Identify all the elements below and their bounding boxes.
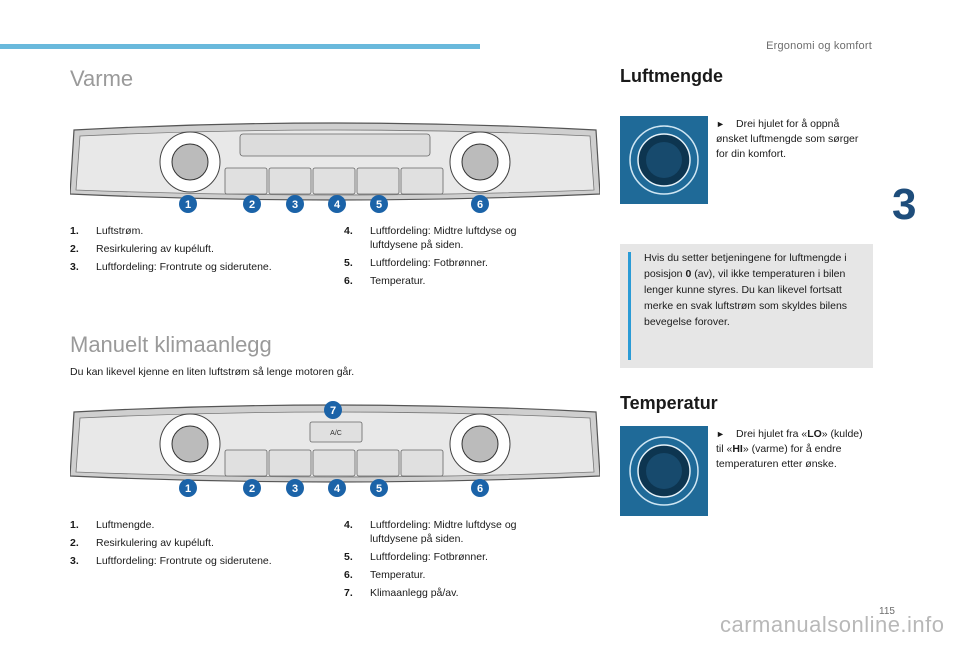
manuelt-list-right: 4.Luftfordeling: Midtre luftdyse og luft… <box>344 518 564 604</box>
list-item: 3.Luftfordeling: Frontrute og siderutene… <box>70 555 272 567</box>
varme-list-left: 1.Luftstrøm. 2.Resirkulering av kupéluft… <box>70 224 320 278</box>
callout-badge <box>286 195 304 213</box>
list-item: 7.Klimaanlegg på/av. <box>344 587 459 599</box>
varme-panel-illustration: 1 2 3 4 5 6 <box>70 122 600 213</box>
top-accent-bar <box>0 44 480 49</box>
list-item: 6.Temperatur. <box>344 569 426 581</box>
callout-badge <box>328 479 346 497</box>
list-item: 4.Luftfordeling: Midtre luftdyse og luft… <box>344 519 517 545</box>
varme-list-right: 4.Luftfordeling: Midtre luftdyse og luft… <box>344 224 564 292</box>
callout-badge-label: 4 <box>334 199 341 211</box>
chapter-number: 3 <box>892 180 917 229</box>
info-box: i Hvis du setter betjeningene for luftme… <box>620 244 873 368</box>
list-item: 2.Resirkulering av kupéluft. <box>70 243 214 255</box>
callout-badge-label: 6 <box>477 199 483 211</box>
manuelt-panel-illustration: A/C 1 2 3 4 5 6 7 <box>70 401 600 497</box>
callout-badge-label: 2 <box>249 199 255 211</box>
callout-badge <box>179 195 197 213</box>
callout-badge-label: 5 <box>376 199 382 211</box>
list-item: 5.Luftfordeling: Fotbrønner. <box>344 551 488 563</box>
arrow-bullet-icon: ► <box>716 119 725 129</box>
temperatur-bullet: ►Drei hjulet fra «LO» (kulde) til «HI» (… <box>716 428 863 470</box>
list-item: 6.Temperatur. <box>344 275 426 287</box>
callout-badge-label: 5 <box>376 483 382 495</box>
varme-title: Varme <box>70 66 134 91</box>
callout-badge <box>179 479 197 497</box>
manuelt-intro: Du kan likevel kjenne en liten luftstrøm… <box>70 366 355 378</box>
list-item: 2.Resirkulering av kupéluft. <box>70 537 214 549</box>
temperatur-title: Temperatur <box>620 393 718 413</box>
callout-badge <box>328 195 346 213</box>
callout-badge-label: 3 <box>292 199 298 211</box>
list-item: 4.Luftfordeling: Midtre luftdyse og luft… <box>344 225 517 251</box>
ac-label: A/C <box>330 430 342 437</box>
list-item: 1.Luftmengde. <box>70 519 155 531</box>
list-item: 3.Luftfordeling: Frontrute og siderutene… <box>70 261 272 273</box>
callout-badge-label: 2 <box>249 483 255 495</box>
info-icon <box>628 252 631 360</box>
callout-badge <box>471 479 489 497</box>
luftmengde-bullet: ►Drei hjulet for å oppnå ønsket luftmeng… <box>716 118 859 160</box>
callout-badge <box>370 195 388 213</box>
callout-badge-label: 4 <box>334 483 341 495</box>
callout-badge-label: 3 <box>292 483 298 495</box>
callout-badge <box>286 479 304 497</box>
list-item: 1.Luftstrøm. <box>70 225 144 237</box>
temperatur-dial-image <box>620 426 708 516</box>
luftmengde-dial-image <box>620 116 708 204</box>
manuelt-title: Manuelt klimaanlegg <box>70 332 272 357</box>
callout-badge <box>370 479 388 497</box>
callout-badge <box>471 195 489 213</box>
page-number: 115 <box>879 606 895 617</box>
arrow-bullet-icon: ► <box>716 429 725 439</box>
section-header: Ergonomi og komfort <box>766 40 872 52</box>
callout-badge-label: 1 <box>185 483 191 495</box>
callout-badge-label: 6 <box>477 483 483 495</box>
callout-badge <box>324 401 342 419</box>
list-item: 5.Luftfordeling: Fotbrønner. <box>344 257 488 269</box>
info-text: Hvis du setter betjeningene for luftmeng… <box>644 252 848 328</box>
watermark: carmanualsonline.info <box>720 612 945 637</box>
callout-badge-label: 7 <box>330 405 336 417</box>
callout-badge <box>243 195 261 213</box>
callout-badge <box>243 479 261 497</box>
callout-badge-label: 1 <box>185 199 191 211</box>
manuelt-list-left: 1.Luftmengde. 2.Resirkulering av kupéluf… <box>70 518 320 572</box>
luftmengde-title: Luftmengde <box>620 66 723 86</box>
